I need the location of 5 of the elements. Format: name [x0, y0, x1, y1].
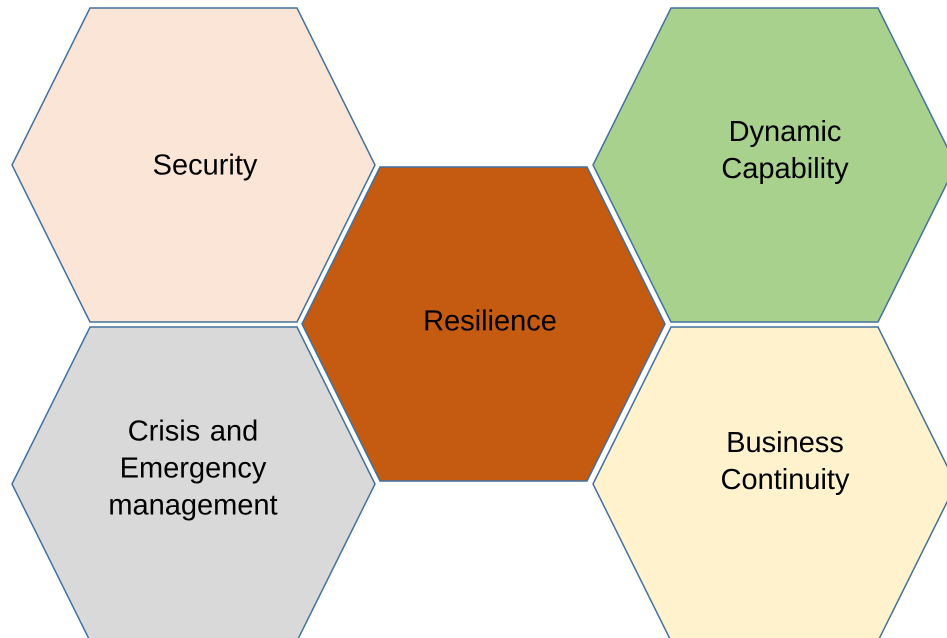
hexagon: Crisis and Emergency management: [11, 326, 376, 638]
hexagon: Dynamic Capability: [592, 7, 947, 323]
hexagon: Business Continuity: [592, 326, 947, 638]
hexagon: Security: [11, 7, 376, 323]
hexagon: Resilience: [301, 166, 666, 482]
